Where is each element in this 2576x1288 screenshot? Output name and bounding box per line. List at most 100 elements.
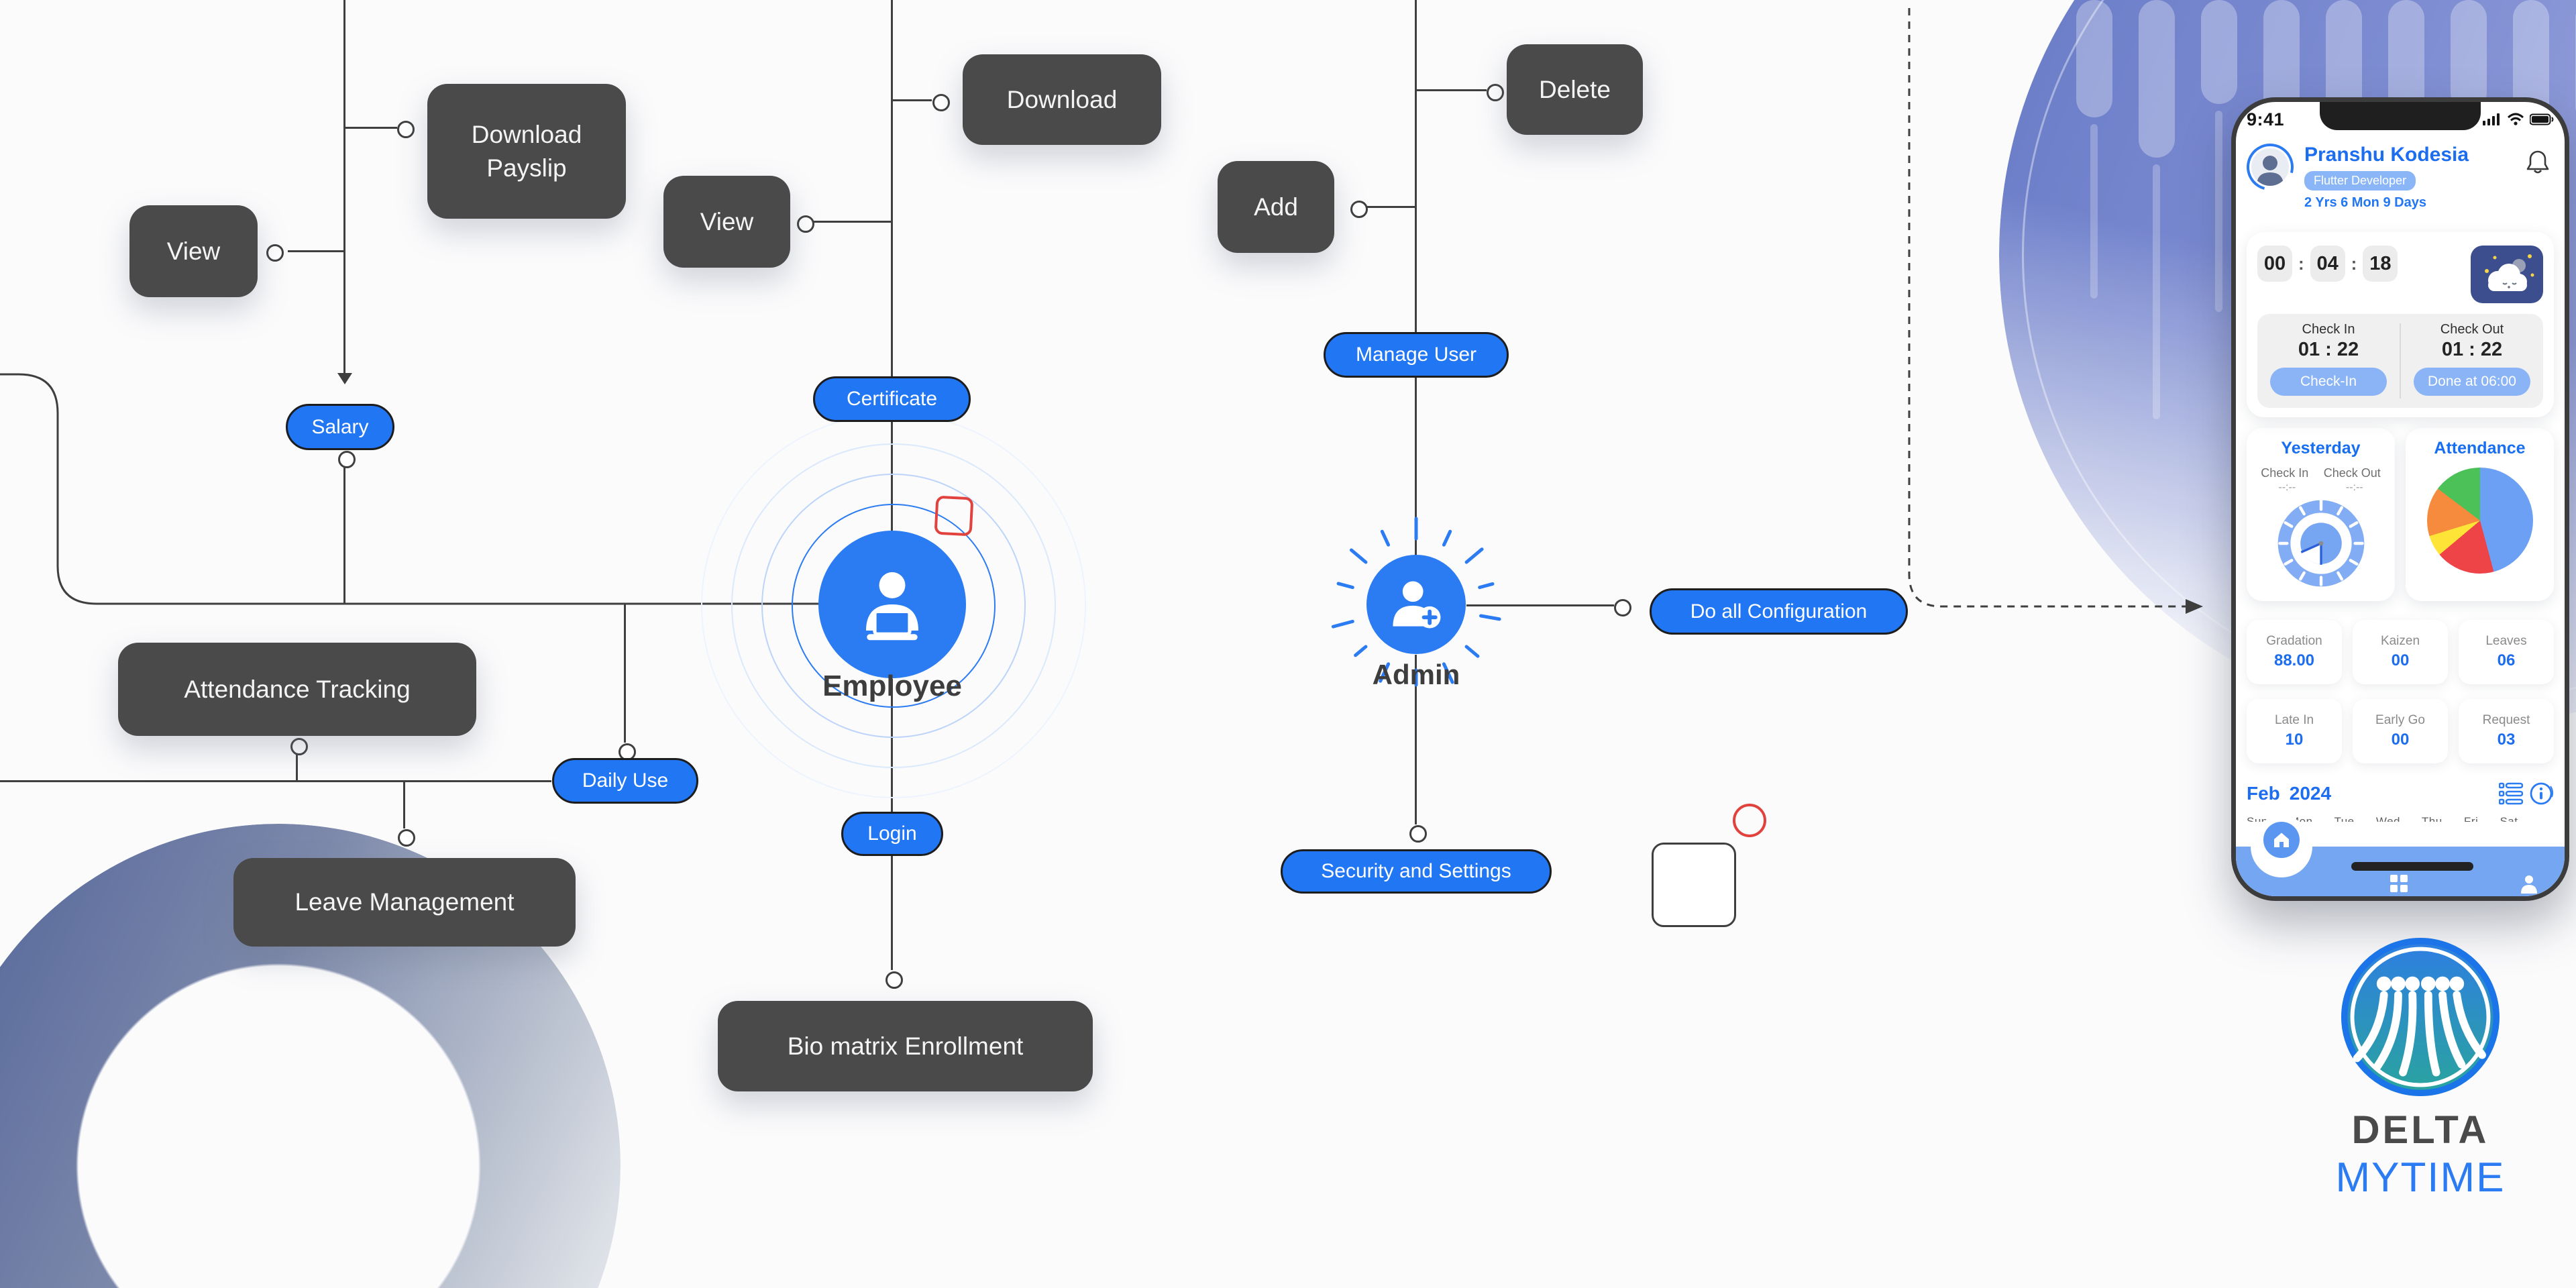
stat-value: 00 — [2391, 651, 2410, 669]
node-view-salary[interactable]: View — [129, 205, 258, 297]
profile-tab-button[interactable] — [2519, 873, 2539, 896]
node-label: View — [166, 237, 221, 265]
admin-label: Admin — [1372, 659, 1460, 690]
line — [812, 221, 892, 223]
stat-value: 06 — [2497, 651, 2516, 669]
stats-row-1: Gradation 88.00 Kaizen 00 Leaves 06 — [2247, 620, 2554, 684]
pill-label: Do all Configuration — [1690, 600, 1868, 623]
connector-dot — [1409, 825, 1427, 843]
info-icon[interactable] — [2528, 781, 2554, 806]
yesterday-checkin-value: --:-- — [2278, 482, 2296, 493]
calendar-year[interactable]: 2024 — [2289, 783, 2332, 804]
attendance-title: Attendance — [2434, 439, 2526, 458]
timer-separator: : — [2351, 253, 2357, 274]
line — [1466, 604, 1614, 606]
battery-icon — [2530, 113, 2554, 125]
weather-night-icon — [2471, 246, 2543, 303]
pill-manage-user[interactable]: Manage User — [1324, 332, 1509, 378]
profile-header: Pranshu Kodesia Flutter Developer 2 Yrs … — [2238, 135, 2554, 211]
stat-request[interactable]: Request 03 — [2459, 699, 2554, 763]
node-leave-management[interactable]: Leave Management — [233, 858, 576, 947]
pill-label: Login — [867, 822, 917, 845]
calendar-month[interactable]: Feb — [2247, 783, 2280, 804]
check-in-button[interactable]: Check-In — [2270, 368, 2387, 396]
stat-label: Request — [2482, 713, 2530, 727]
check-out-time: 01 : 22 — [2441, 339, 2503, 360]
check-out-label: Check Out — [2440, 322, 2504, 337]
pill-salary[interactable]: Salary — [286, 404, 394, 450]
stat-early-go[interactable]: Early Go 00 — [2353, 699, 2448, 763]
stat-leaves[interactable]: Leaves 06 — [2459, 620, 2554, 684]
phone-notch — [2320, 102, 2481, 130]
node-download-certificate[interactable]: Download — [963, 54, 1161, 145]
home-indicator[interactable] — [2351, 862, 2473, 871]
check-out-button[interactable]: Done at 06:00 — [2414, 368, 2530, 396]
decor-stripe — [2451, 0, 2487, 111]
stat-value: 03 — [2497, 731, 2516, 749]
node-view-certificate[interactable]: View — [663, 176, 790, 268]
grid-tab-button[interactable] — [2390, 875, 2408, 896]
connector-dot — [1350, 201, 1368, 218]
pill-label: Manage User — [1355, 343, 1477, 366]
node-bio-matrix-enrollment[interactable]: Bio matrix Enrollment — [718, 1001, 1093, 1091]
avatar[interactable] — [2238, 135, 2302, 199]
bell-icon — [2526, 150, 2549, 174]
status-time: 9:41 — [2247, 109, 2285, 129]
attendance-card: Attendance — [2406, 428, 2554, 601]
line — [1417, 89, 1487, 91]
notification-bell-button[interactable] — [2526, 149, 2550, 179]
node-attendance-tracking[interactable]: Attendance Tracking — [118, 643, 476, 736]
connector-dot — [266, 244, 284, 262]
timer-hours: 00 — [2257, 246, 2292, 282]
line — [1415, 655, 1417, 824]
pill-do-all-configuration[interactable]: Do all Configuration — [1650, 588, 1908, 635]
stat-kaizen[interactable]: Kaizen 00 — [2353, 620, 2448, 684]
line — [288, 250, 345, 252]
node-delete-user[interactable]: Delete — [1507, 44, 1643, 135]
user-name: Pranshu Kodesia — [2304, 144, 2469, 166]
pill-label: Daily Use — [582, 769, 669, 792]
list-icon[interactable] — [2499, 782, 2523, 805]
pill-security-settings[interactable]: Security and Settings — [1281, 849, 1552, 894]
yesterday-title: Yesterday — [2281, 439, 2361, 458]
timer-separator: : — [2298, 253, 2304, 274]
connector-dot — [1614, 599, 1631, 616]
admin-node[interactable] — [1366, 555, 1466, 654]
stat-label: Early Go — [2375, 713, 2425, 727]
line — [403, 782, 405, 828]
pill-daily-use[interactable]: Daily Use — [552, 758, 698, 804]
home-button[interactable] — [2263, 822, 2300, 858]
yesterday-checkin-label: Check In — [2261, 466, 2309, 480]
bottom-nav — [2236, 816, 2565, 896]
node-download-payslip[interactable]: Download Payslip — [427, 84, 626, 219]
node-label: Bio matrix Enrollment — [787, 1032, 1024, 1060]
weather-night-tile — [2471, 246, 2543, 303]
yesterday-checkout-value: --:-- — [2345, 482, 2363, 493]
stat-value: 10 — [2285, 731, 2304, 749]
calendar-header: Feb 2024 — [2247, 781, 2554, 806]
stat-late-in[interactable]: Late In 10 — [2247, 699, 2342, 763]
stat-value: 00 — [2391, 731, 2410, 749]
check-in-out-card: Check In 01 : 22 Check-In Check Out 01 :… — [2257, 314, 2543, 408]
pill-certificate[interactable]: Certificate — [813, 376, 971, 422]
pill-login[interactable]: Login — [841, 812, 943, 856]
line — [624, 604, 626, 743]
delta-logo-icon — [2341, 938, 2500, 1096]
stat-label: Kaizen — [2380, 634, 2420, 648]
connector-dot — [397, 121, 415, 138]
admin-icon — [1393, 581, 1441, 629]
decor-stem — [2215, 111, 2222, 312]
role-badge: Flutter Developer — [2304, 171, 2416, 191]
connector-dot — [797, 215, 814, 233]
pill-label: Salary — [311, 415, 369, 438]
admin-rays — [1331, 517, 1501, 687]
stat-gradation[interactable]: Gradation 88.00 — [2247, 620, 2342, 684]
timer-card: 00 : 04 : 18 — [2247, 232, 2554, 417]
decor-stem — [2090, 124, 2098, 299]
line — [343, 0, 345, 373]
phone-mockup: 9:41 — [2231, 97, 2569, 901]
employee-node[interactable] — [818, 531, 966, 678]
arrowhead — [337, 373, 352, 384]
node-add-user[interactable]: Add — [1218, 161, 1334, 253]
